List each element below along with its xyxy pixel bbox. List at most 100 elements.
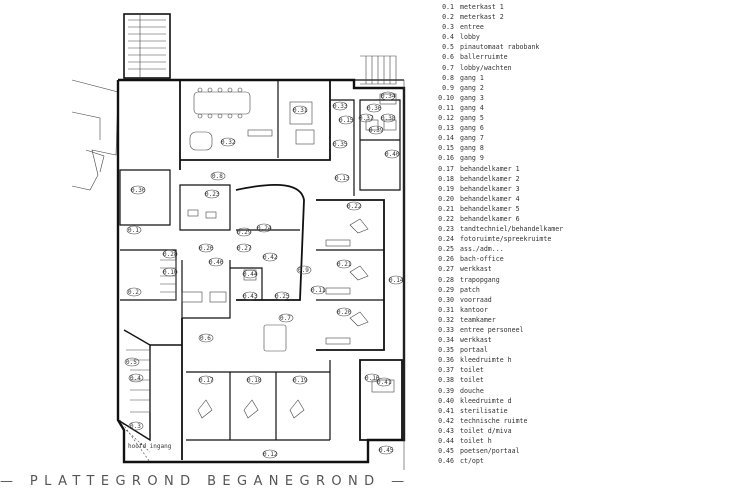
room-label: 0.28 (162, 249, 178, 259)
legend-room-name: trapopgang (460, 275, 500, 284)
legend-room-name: gang 4 (460, 103, 484, 112)
stair-block (123, 13, 171, 79)
legend-room-name: behandelkamer 6 (460, 214, 520, 223)
legend-room-name: werkkast (460, 336, 492, 345)
room-label: 0.30 (130, 185, 146, 195)
legend-room-name: poetsen/portaal (460, 447, 520, 456)
room-label: 0.4 (128, 373, 144, 383)
legend-code: 0.36 (438, 356, 454, 365)
legend-code: 0.14 (438, 134, 454, 143)
svg-text:0.20: 0.20 (337, 309, 352, 316)
svg-text:0.2: 0.2 (128, 289, 139, 296)
room-label: 0.41 (376, 377, 392, 387)
legend-room-name: behandelkamer 5 (460, 204, 520, 213)
legend-code: 0.2 (442, 13, 454, 22)
room-label: 0.16 (364, 373, 380, 383)
room-label: 0.40 (384, 149, 400, 159)
room-label: 0.19 (292, 375, 308, 385)
legend-code: 0.19 (438, 184, 454, 193)
room-label: 0.7 (278, 313, 294, 323)
legend-room-name: sterilisatie (460, 406, 508, 415)
svg-text:0.8: 0.8 (212, 173, 223, 180)
legend-room-name: technische ruimte (460, 416, 528, 425)
furniture (126, 55, 397, 419)
legend-room-name: douche (460, 386, 484, 395)
svg-text:0.7: 0.7 (280, 315, 291, 322)
drawing-title: — PLATTEGROND BEGANEGROND — (0, 474, 411, 489)
svg-text:0.11: 0.11 (311, 287, 326, 294)
room-label: 0.38 (380, 113, 396, 123)
room-label: 0.34 (380, 91, 396, 101)
svg-text:0.14: 0.14 (389, 277, 404, 284)
legend-code: 0.46 (438, 457, 454, 466)
legend-code: 0.34 (438, 336, 454, 345)
legend-code: 0.41 (438, 406, 454, 415)
legend-room-name: ass./adm... (460, 245, 504, 254)
legend-code: 0.39 (438, 386, 454, 395)
legend-code: 0.4 (442, 33, 454, 42)
legend-code: 0.43 (438, 426, 454, 435)
legend-room-name: teamkamer (460, 315, 496, 324)
legend-code: 0.8 (442, 73, 454, 82)
legend-room-name: behandelkamer 2 (460, 174, 520, 183)
legend-room-name: pinautomaat rabobank (460, 43, 540, 52)
room-label: 0.24 (256, 223, 272, 233)
room-label: 0.8 (210, 171, 226, 181)
room-label: 0.22 (346, 201, 362, 211)
room-label: 0.37 (358, 113, 374, 123)
legend-code: 0.7 (442, 63, 454, 72)
room-label: 0.43 (242, 291, 258, 301)
legend-room-name: fotoruimte/spreekruimte (460, 235, 552, 244)
svg-text:0.39: 0.39 (369, 127, 384, 134)
svg-text:0.45: 0.45 (379, 447, 394, 454)
legend-code: 0.38 (438, 376, 454, 385)
svg-text:0.13: 0.13 (335, 175, 350, 182)
room-label: 0.32 (220, 137, 236, 147)
room-label: 0.23 (204, 189, 220, 199)
legend-code: 0.6 (442, 53, 454, 62)
legend-row: 0.2 meterkast 2 (426, 12, 746, 22)
legend-room-name: meterkast 2 (460, 13, 504, 22)
room-label: 0.5 (124, 357, 140, 367)
legend-code: 0.32 (438, 315, 454, 324)
room-label: 0.18 (246, 375, 262, 385)
room-label: 0.2 (126, 287, 142, 297)
svg-text:0.25: 0.25 (275, 293, 290, 300)
svg-text:0.35: 0.35 (333, 141, 348, 148)
svg-text:0.26: 0.26 (199, 245, 214, 252)
legend-room-name: toilet (460, 376, 484, 385)
room-label: 0.14 (388, 275, 404, 285)
legend-code: 0.30 (438, 295, 454, 304)
svg-text:0.24: 0.24 (257, 225, 272, 232)
svg-text:0.23: 0.23 (205, 191, 220, 198)
svg-text:0.15: 0.15 (339, 117, 354, 124)
legend-code: 0.42 (438, 416, 454, 425)
room-label: 0.10 (162, 267, 178, 277)
legend-code: 0.27 (438, 265, 454, 274)
svg-text:0.40: 0.40 (385, 151, 400, 158)
room-label: 0.31 (292, 105, 308, 115)
legend-room-name: tandtechniel/behandelkamer (460, 225, 564, 234)
legend-row: 0.34 werkkast (426, 335, 746, 345)
